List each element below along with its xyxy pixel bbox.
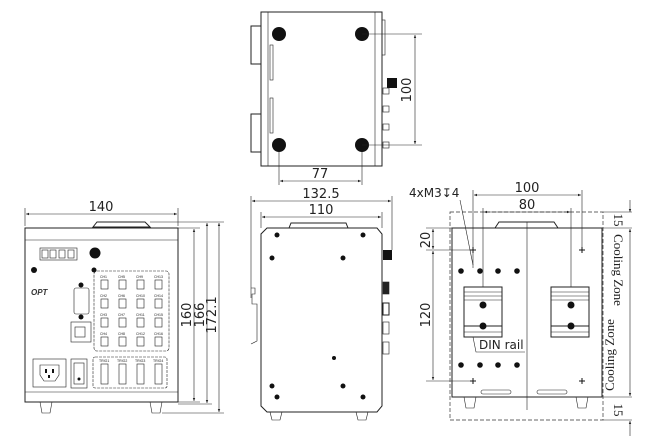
channel-label: CH13 (154, 275, 163, 279)
dim-back-120: 120 (419, 303, 434, 328)
m3-hole-icon (579, 247, 585, 253)
trigger-terminal-icon (136, 363, 145, 385)
channel-connector-icon (136, 279, 145, 290)
channel-label: CH12 (136, 332, 145, 336)
channel-label: CH11 (136, 313, 145, 317)
hole-icon (514, 268, 520, 274)
side-view: 132.5 110 (250, 187, 393, 421)
channel-connector-icon (136, 298, 145, 309)
channel-connector-icon (136, 336, 145, 347)
dim-side-132-5: 132.5 (302, 187, 339, 202)
hole-icon (458, 362, 464, 368)
channel-label: CH14 (154, 294, 163, 298)
trigger-label: TRIG4 (153, 359, 163, 363)
channel-label: CH9 (136, 275, 143, 279)
dim-front-140: 140 (89, 200, 114, 215)
din-rail-label: DIN rail (479, 338, 524, 352)
trigger-label: TRIG3 (135, 359, 145, 363)
cooling-bottom-15: 15 (611, 404, 626, 417)
hole-callout: 4xM3↧4 (409, 186, 459, 200)
hole-icon (495, 362, 501, 368)
dim-front-172-1: 172.1 (205, 296, 220, 333)
channel-connector-icon (118, 298, 127, 309)
dim-back-100: 100 (515, 181, 540, 196)
cooling-zone-label-bottom: Cooling Zone (602, 319, 617, 391)
channel-label: CH5 (118, 275, 125, 279)
channel-connector-icon (118, 279, 127, 290)
channel-label: CH10 (136, 294, 145, 298)
channel-connector-icon (154, 298, 163, 309)
channel-label: CH2 (100, 294, 107, 298)
channel-connector-icon (154, 317, 163, 328)
dim-front-166: 166 (193, 303, 208, 328)
trigger-terminal-icon (118, 363, 127, 385)
channel-connector-icon (100, 298, 109, 309)
m3-hole-icon (579, 378, 585, 384)
din-rail-left (463, 286, 503, 338)
top-view: 100 77 (250, 11, 422, 185)
hole-icon (514, 362, 520, 368)
dim-back-80: 80 (519, 198, 536, 213)
foot-icon (272, 27, 286, 41)
cooling-zone-label-top: Cooling Zone (611, 234, 626, 306)
channel-label: CH16 (154, 332, 163, 336)
channel-connector-icon (154, 279, 163, 290)
din-rail-right (550, 286, 590, 338)
hole-icon (458, 268, 464, 274)
dim-front-160: 160 (180, 303, 195, 328)
channel-connector-icon (136, 317, 145, 328)
channel-connector-icon (118, 336, 127, 347)
foot-icon (272, 138, 286, 152)
cooling-top-15: 15 (611, 214, 626, 227)
channel-label: CH3 (100, 313, 107, 317)
hole-icon (477, 268, 483, 274)
channel-label: CH1 (100, 275, 107, 279)
dim-side-110: 110 (309, 203, 334, 218)
hole-icon (495, 268, 501, 274)
channel-connector-icon (118, 317, 127, 328)
hole-icon (477, 362, 483, 368)
front-view: 140 OPT CH1CH2CH3CH4CH5CH6CH7CH8CH9CH10C… (24, 200, 224, 414)
dim-top-77: 77 (312, 167, 329, 182)
dim-back-20: 20 (419, 232, 434, 249)
channel-label: CH7 (118, 313, 125, 317)
channel-label: CH15 (154, 313, 163, 317)
trigger-terminal-icon (100, 363, 109, 385)
trigger-terminal-icon (154, 363, 163, 385)
channel-connector-icon (100, 317, 109, 328)
channel-connector-icon (154, 336, 163, 347)
channel-label: CH4 (100, 332, 107, 336)
trigger-label: TRIG1 (99, 359, 109, 363)
back-view: 100 80 DIN rail 4xM3↧4 20 120 (409, 181, 632, 436)
trigger-label: TRIG2 (117, 359, 127, 363)
channel-label: CH8 (118, 332, 125, 336)
channel-label: CH6 (118, 294, 125, 298)
channel-connector-icon (100, 279, 109, 290)
dim-top-100: 100 (400, 78, 415, 103)
trigger-grid: TRIG1 TRIG2 TRIG3 TRIG4 (99, 359, 163, 385)
logo: OPT (31, 288, 49, 297)
channel-connector-icon (100, 336, 109, 347)
